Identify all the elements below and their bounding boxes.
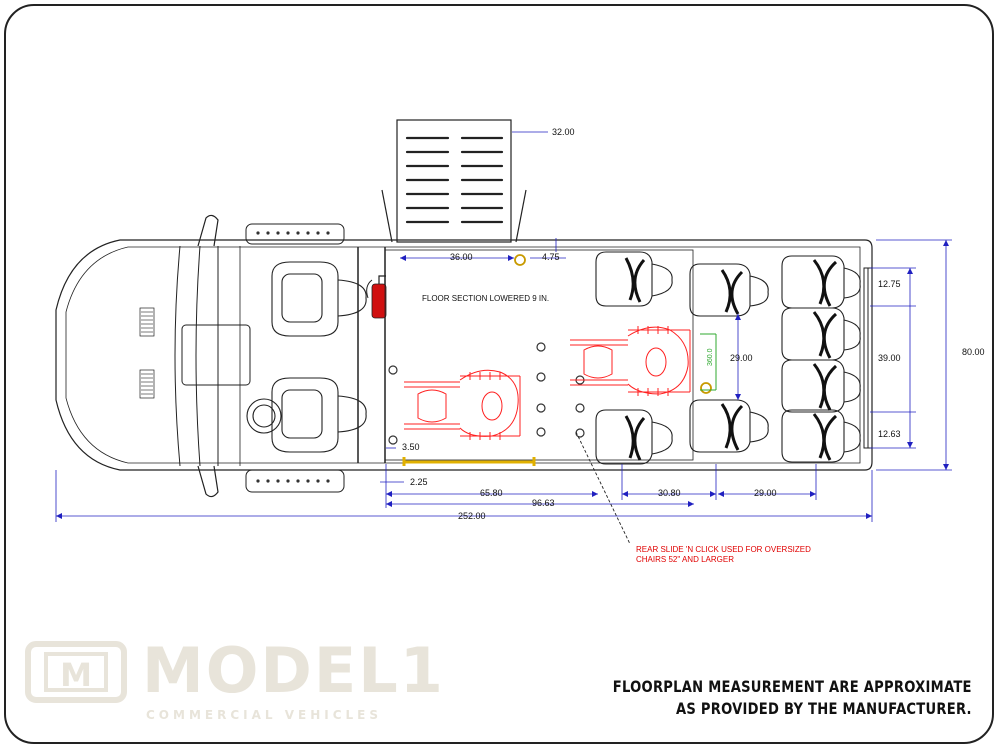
wheelchair-right-icon	[570, 326, 691, 396]
green-measure	[700, 333, 717, 391]
ramp-slats	[405, 136, 504, 224]
note-line-2: CHAIRS 52" AND LARGER	[636, 555, 734, 564]
logo-mark-icon: M	[25, 641, 127, 703]
disclaimer: FLOORPLAN MEASUREMENT ARE APPROXIMATE AS…	[613, 676, 972, 720]
grab-rail	[402, 457, 536, 466]
dim-seat-pitch: 30.80	[658, 488, 681, 498]
dim-aisle-depth: 29.00	[730, 353, 753, 363]
dim-door-offset: 36.00	[450, 252, 473, 262]
wheelchair-left-icon	[404, 369, 521, 440]
note-line-1: REAR SLIDE 'N CLICK USED FOR OVERSIZED	[636, 545, 811, 554]
disclaimer-line-2: AS PROVIDED BY THE MANUFACTURER.	[676, 699, 972, 718]
dim-seat-width-bottom: 12.63	[878, 429, 901, 439]
dimension-ticks	[56, 240, 949, 519]
floor-section-label: FLOOR SECTION LOWERED 9 IN.	[422, 294, 549, 303]
seat-belts	[624, 257, 838, 461]
side-mirrors	[197, 214, 219, 498]
dim-overall-length: 252.00	[458, 511, 486, 521]
yellow-anchors	[514, 254, 712, 394]
dim-rear-pitch: 29.00	[754, 488, 777, 498]
driver-seats	[246, 261, 367, 453]
passenger-seats	[595, 251, 861, 465]
running-boards	[245, 223, 345, 493]
dimension-lines	[55, 131, 952, 522]
dim-step: 4.75	[542, 252, 560, 262]
dim-overall-width: 80.00	[962, 347, 985, 357]
dim-left-gap: 3.50	[402, 442, 420, 452]
disclaimer-line-1: FLOORPLAN MEASUREMENT ARE APPROXIMATE	[613, 677, 972, 696]
model1-logo: M MODEL1 COMMERCIAL VEHICLES	[24, 634, 443, 730]
logo-wordmark: MODEL1	[142, 634, 445, 707]
running-board-dots	[256, 231, 330, 483]
dim-ramp-width: 32.00	[552, 127, 575, 137]
svg-text:M: M	[60, 656, 92, 694]
lowered-floor-section	[384, 249, 694, 461]
note-leader	[575, 431, 631, 545]
dim-rear-bench: 39.00	[878, 353, 901, 363]
dim-seat-width-top: 12.75	[878, 279, 901, 289]
fire-extinguisher-icon	[366, 275, 387, 319]
grille-vents	[141, 311, 153, 395]
dim-front-to-seat: 96.63	[532, 498, 555, 508]
page-frame	[4, 4, 994, 744]
logo-tagline: COMMERCIAL VEHICLES	[146, 708, 382, 722]
dim-rail-offset: 2.25	[410, 477, 428, 487]
dim-slide-pos: 65.80	[480, 488, 503, 498]
dim-green-tag: 360.0	[707, 348, 714, 366]
rear-door	[863, 267, 873, 449]
wheelchair-ramp	[381, 119, 527, 243]
